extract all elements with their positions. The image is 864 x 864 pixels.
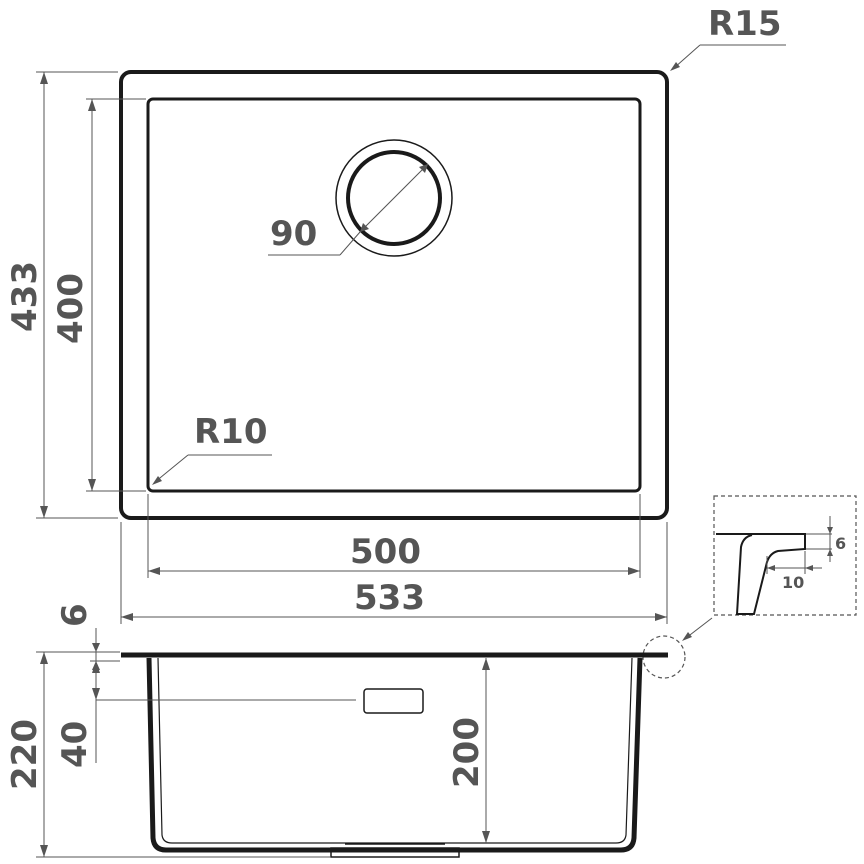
dim-6-arrow-top [92, 643, 100, 652]
detail-6-arrow-bottom [827, 549, 833, 556]
detail-thickness-label: 6 [835, 534, 846, 553]
drain-leader-line [339, 231, 361, 256]
r15-arrow [670, 62, 680, 71]
bowl-depth-label: 200 [447, 717, 487, 788]
dim-400-arrow-top [88, 99, 96, 111]
dim-400-arrow-bottom [88, 479, 96, 491]
dim-40-arrow-bottom [92, 688, 100, 700]
r10-leader-line [154, 454, 189, 483]
inner-height-label: 400 [51, 273, 91, 344]
dim-40-arrow-top [92, 661, 100, 673]
dim-500-arrow-right [628, 567, 640, 575]
detail-view: 6 10 [682, 495, 857, 641]
dim-500-arrow-left [148, 567, 160, 575]
detail-10-arrow-left [767, 565, 775, 571]
detail-frame [713, 495, 857, 616]
r15-leader-line [673, 44, 701, 69]
dim-220-arrow-bottom [40, 845, 48, 857]
inner-bowl-outline [146, 97, 642, 493]
outer-radius-label: R15 [708, 4, 782, 44]
drain-diameter-line [359, 163, 429, 233]
drain-arrow-2 [360, 223, 369, 232]
outer-width-label: 533 [354, 578, 425, 618]
detail-leader-arrow [682, 632, 692, 641]
drain-inner-ring [346, 150, 442, 246]
detail-leader-line [685, 617, 713, 639]
inner-radius-label: R10 [194, 412, 268, 452]
dim-533-arrow-left [121, 613, 133, 621]
dim-533-arrow-right [655, 613, 667, 621]
outer-height-label: 433 [5, 261, 45, 332]
drain-diameter-label: 90 [270, 214, 317, 254]
total-height-label: 220 [5, 719, 45, 790]
rim-thickness-label: 6 [55, 603, 95, 627]
detail-width-label: 10 [782, 573, 804, 592]
dim-433-arrow-top [40, 72, 48, 84]
drain-outer-ring [335, 139, 453, 257]
dim-433-arrow-bottom [40, 506, 48, 518]
inner-width-label: 500 [350, 532, 421, 572]
bowl-profile-outer [146, 657, 643, 853]
side-view: 6 40 220 200 [5, 603, 686, 858]
overflow-offset-label: 40 [55, 721, 95, 768]
detail-6-arrow-top [827, 527, 833, 534]
top-view: 90 R15 R10 433 400 500 [5, 4, 786, 624]
drain-arrow-1 [419, 164, 428, 173]
dim-200-arrow-bottom [482, 831, 490, 843]
r10-arrow [152, 476, 162, 485]
bowl-profile-inner [157, 657, 633, 844]
dim-220-arrow-top [40, 652, 48, 664]
dim-200-arrow-top [482, 658, 490, 670]
overflow-slot [363, 688, 424, 714]
outer-sink-outline [119, 70, 669, 520]
bottom-drain-flange [330, 847, 460, 858]
detail-10-arrow-right [805, 565, 813, 571]
